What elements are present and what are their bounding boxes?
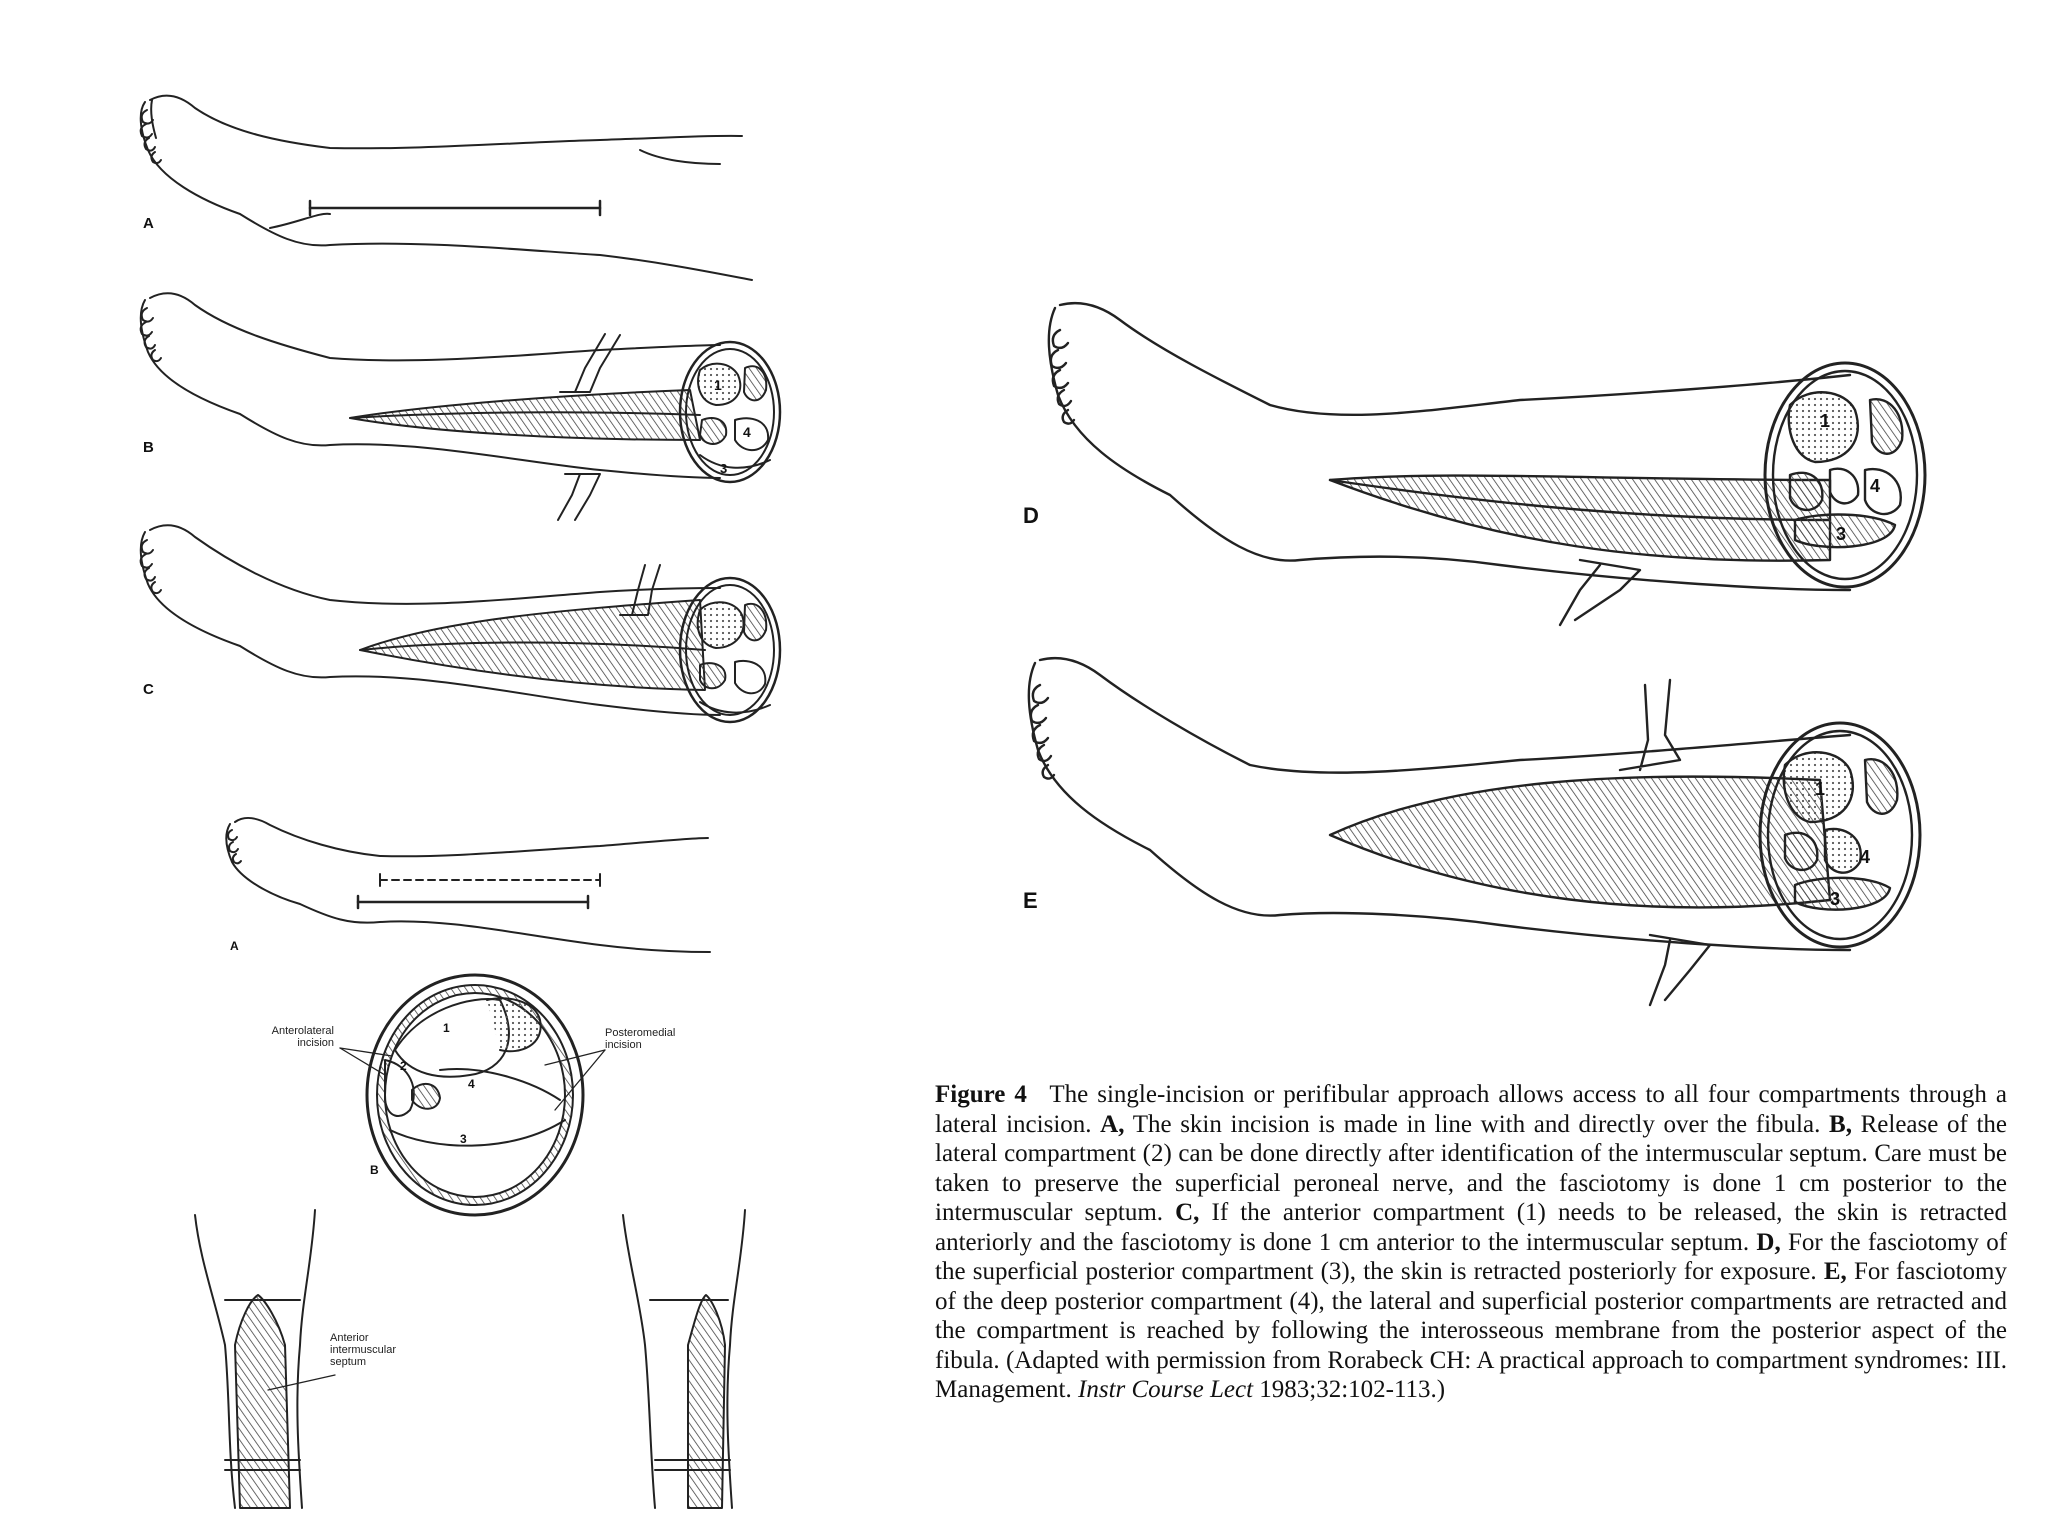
compartment-number-4: 4 [1870,476,1881,496]
caption-c-label: C, [1175,1199,1200,1226]
compartment-number-3: 3 [1830,889,1841,909]
lower-panel-label-b: B [370,1163,379,1177]
caption-e-label: E, [1823,1258,1847,1285]
caption-citation: 1983;32:102-113.) [1259,1376,1446,1403]
left-panel-a-leg-drawing [139,94,753,281]
lower-panel-label-a: A [230,939,239,953]
compartment-number-1: 1 [1820,411,1831,431]
caption-intro: The single-incision or perifibular appro… [935,1081,2007,1138]
left-lower-panel-b-cross-section [339,973,606,1217]
panel-label-c: C [143,681,154,698]
caption-b-text: Release of the lateral compartment (2) c… [935,1110,2008,1227]
panel-label-b: B [143,439,154,456]
left-panel-c-leg-drawing [139,524,782,724]
caption-e-text: For fasciotomy of the deep posterior com… [935,1258,2007,1403]
compartment-number-1: 1 [714,377,722,393]
caption-a-text: The skin incision is made in line with a… [1132,1110,1821,1138]
compartment-number-3: 3 [460,1132,467,1146]
left-lower-front-legs-drawing [194,1209,746,1509]
right-panel-d-leg-drawing [1047,301,1927,627]
compartment-number-4: 4 [743,424,751,440]
panel-label-a: A [143,215,154,232]
panel-label-d: D [1023,503,1039,528]
figure-label: Figure 4 [935,1081,1027,1108]
right-panel-e-leg-drawing [1027,656,1922,1007]
anterolateral-incision-label: Anterolateral incision [271,1025,334,1049]
compartment-number-2: 2 [400,1059,407,1073]
compartment-number-4: 4 [1860,847,1871,867]
caption-d-label: D, [1756,1228,1781,1256]
caption-c-text: If the anterior compartment (1) needs to… [935,1199,2008,1256]
compartment-number-4: 4 [468,1077,475,1091]
compartment-number-1: 1 [443,1021,450,1035]
anterior-intermuscular-septum-label: Anterior intermuscular septum [330,1332,397,1368]
panel-label-e: E [1023,888,1038,913]
compartment-number-3: 3 [720,461,728,476]
compartment-number-3: 3 [1836,524,1847,544]
caption-b-label: B, [1829,1110,1852,1138]
posteromedial-incision-label: Posteromedial incision [605,1027,676,1051]
compartment-number-1: 1 [1815,779,1826,799]
caption-d-text: For the fasciotomy of the superficial po… [935,1228,2008,1286]
caption-a-label: A, [1100,1110,1125,1138]
caption-journal: Instr Course Lect [1078,1376,1254,1403]
left-panel-b-leg-drawing [139,292,782,521]
left-lower-panel-a-leg-drawing [225,817,711,953]
figure-caption: Figure 4 The single-incision or perifibu… [935,1080,2007,1405]
